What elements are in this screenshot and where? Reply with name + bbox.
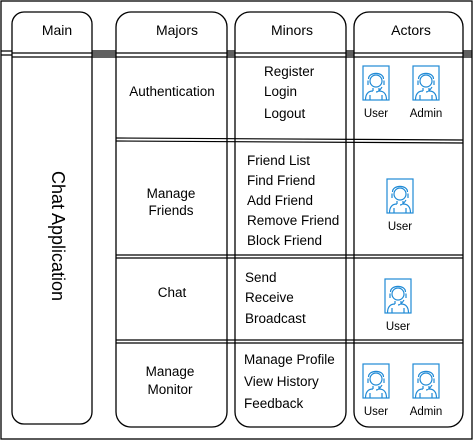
major-manage-monitor-line2: Monitor xyxy=(147,382,193,397)
header-majors: Majors xyxy=(156,22,198,38)
person-icon xyxy=(362,65,390,101)
minor-item: Friend List xyxy=(247,153,310,168)
minor-item: Find Friend xyxy=(247,173,315,188)
person-icon xyxy=(412,363,440,399)
minor-item: Logout xyxy=(264,106,306,121)
minor-item: Manage Profile xyxy=(244,352,335,367)
person-icon xyxy=(412,65,440,101)
main-column xyxy=(11,11,93,425)
actor-label: User xyxy=(388,221,412,233)
actor-label: User xyxy=(364,406,388,418)
major-authentication: Authentication xyxy=(129,84,215,99)
header-main: Main xyxy=(42,22,72,38)
row-separator-1-double xyxy=(115,140,464,144)
person-icon xyxy=(386,178,414,214)
minor-item: View History xyxy=(244,374,319,389)
minor-item: Remove Friend xyxy=(247,213,339,228)
minor-item: Feedback xyxy=(244,396,304,411)
minors-column xyxy=(234,11,347,428)
header-minors: Minors xyxy=(271,22,313,38)
major-manage-friends-line2: Friends xyxy=(148,203,193,218)
minor-item: Broadcast xyxy=(245,311,306,326)
major-manage-friends-line1: Manage xyxy=(147,186,196,201)
actor-label: Admin xyxy=(410,108,443,120)
minor-item: Block Friend xyxy=(247,233,322,248)
majors-column xyxy=(115,11,228,428)
minor-item: Login xyxy=(264,84,297,99)
actors-column xyxy=(353,11,464,428)
row-separator-1 xyxy=(115,137,464,141)
minor-item: Register xyxy=(264,64,315,79)
person-icon xyxy=(362,363,390,399)
person-icon xyxy=(384,278,412,314)
minor-item: Add Friend xyxy=(247,193,313,208)
minor-item: Receive xyxy=(245,290,294,305)
actor-label: User xyxy=(386,321,410,333)
major-chat: Chat xyxy=(158,285,187,300)
main-title: Chat Application xyxy=(48,171,68,301)
major-manage-monitor-line1: Manage xyxy=(146,364,195,379)
header-actors: Actors xyxy=(391,22,431,38)
minor-item: Send xyxy=(245,270,277,285)
actor-label: User xyxy=(364,108,388,120)
actor-label: Admin xyxy=(410,406,443,418)
